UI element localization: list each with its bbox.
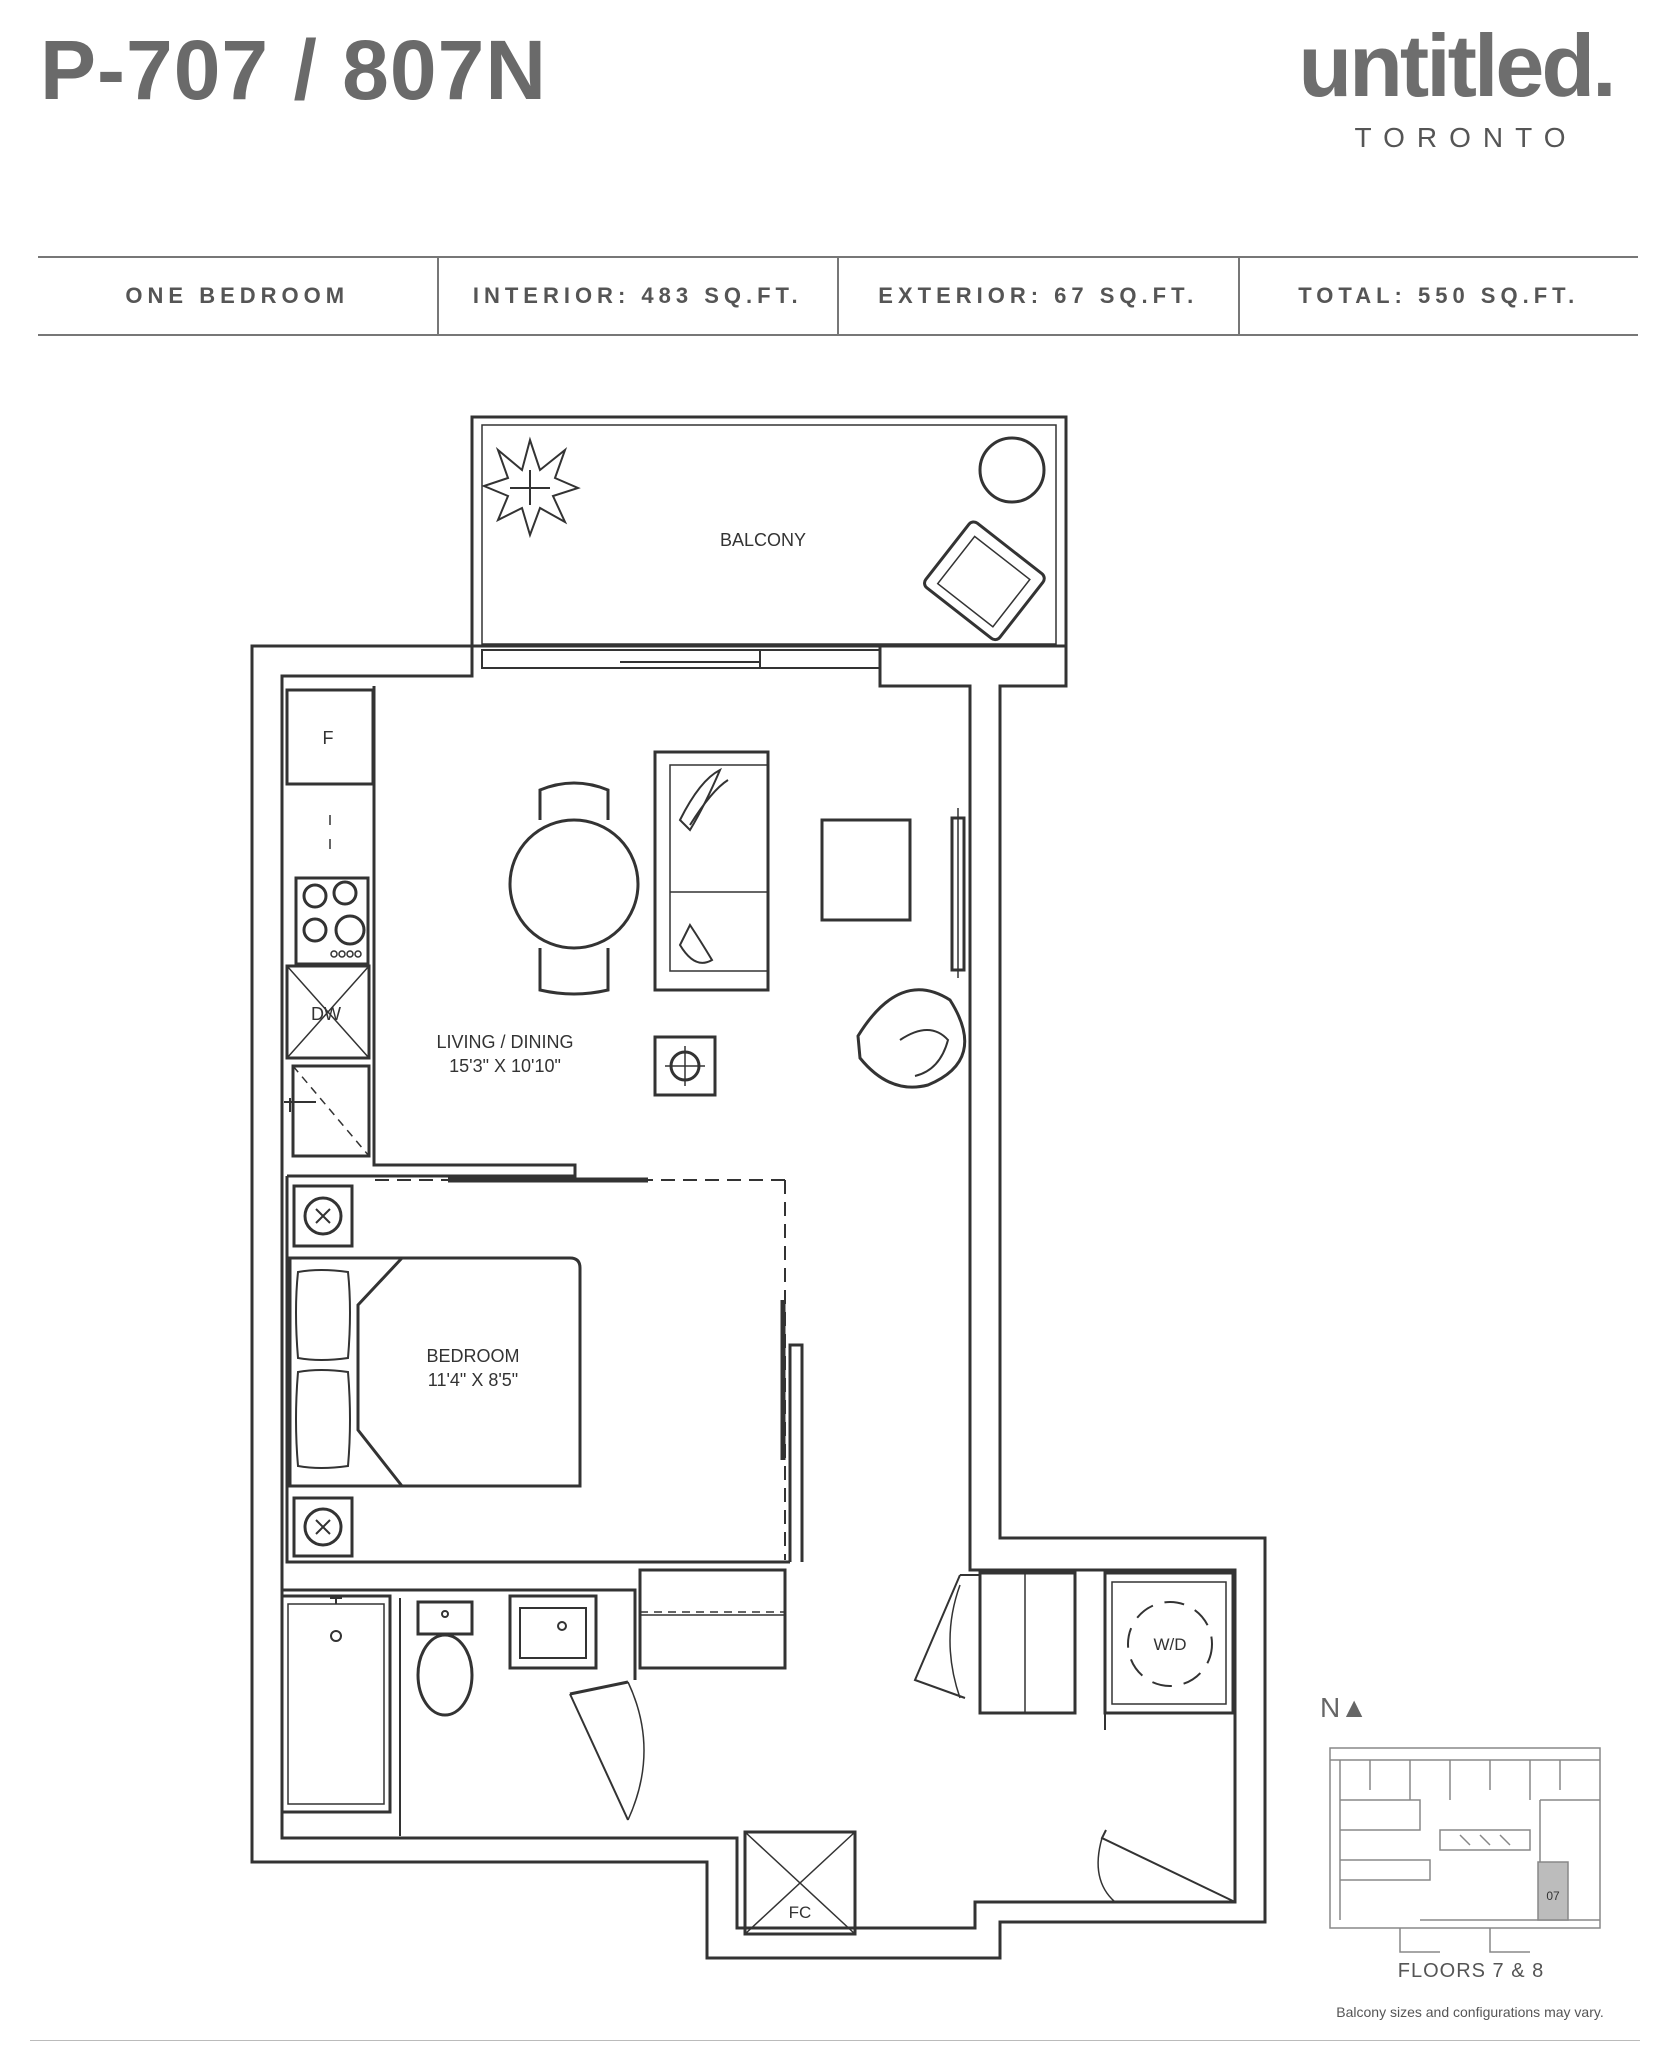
floor-plan: BALCONY LIVING / DINING 15'3" X 10'10" B… bbox=[250, 415, 1601, 1960]
cooktop-icon bbox=[294, 876, 370, 966]
nightstand-top-icon bbox=[292, 1184, 354, 1248]
balcony-table-icon bbox=[978, 436, 1046, 504]
bathroom-door-icon bbox=[569, 1680, 645, 1821]
bathtub-icon bbox=[280, 1594, 392, 1814]
washer-dryer-label: W/D bbox=[1153, 1635, 1186, 1654]
living-dining-dims: 15'3" X 10'10" bbox=[449, 1056, 561, 1076]
bedroom-closet bbox=[638, 1568, 787, 1670]
tv-icon bbox=[950, 808, 966, 978]
armchair-icon bbox=[856, 988, 967, 1089]
floor-lamp-icon bbox=[653, 1035, 717, 1097]
bathroom-walls bbox=[282, 1588, 637, 1680]
balcony-area bbox=[470, 415, 1068, 648]
bedroom-label: BEDROOM bbox=[426, 1346, 519, 1366]
exterior-area: EXTERIOR: 67 SQ.FT. bbox=[839, 258, 1240, 334]
fridge bbox=[285, 688, 375, 786]
plant-icon bbox=[481, 436, 581, 539]
balcony-sliding-door bbox=[481, 649, 881, 669]
vanity-sink-icon bbox=[508, 1594, 598, 1670]
north-indicator: N▲ bbox=[1320, 1692, 1368, 1723]
disclaimer: Balcony sizes and configurations may var… bbox=[1336, 2004, 1604, 2020]
nightstand-bottom-icon bbox=[292, 1496, 354, 1558]
fan-coil-label: FC bbox=[789, 1903, 812, 1922]
bedroom-dims: 11'4" X 8'5" bbox=[428, 1370, 518, 1390]
total-area: TOTAL: 550 SQ.FT. bbox=[1298, 283, 1580, 308]
dishwasher bbox=[285, 964, 371, 1060]
unit-title: P-707 / 807N bbox=[40, 23, 547, 117]
unit-walls bbox=[250, 644, 1267, 1960]
living-dining-label: LIVING / DINING bbox=[436, 1032, 573, 1052]
brand-logo: untitled. bbox=[1298, 16, 1616, 115]
key-plan-unit-tag: 07 bbox=[1546, 1889, 1560, 1903]
dishwasher-label: DW bbox=[311, 1004, 341, 1024]
bottom-rule bbox=[30, 2040, 1640, 2041]
washer-dryer bbox=[1103, 1571, 1235, 1715]
interior-area: INTERIOR: 483 SQ.FT. bbox=[439, 258, 839, 334]
balcony-label: BALCONY bbox=[720, 530, 806, 550]
key-plan-floors-label: FLOORS 7 & 8 bbox=[1397, 1960, 1545, 1982]
bedroom-walls bbox=[285, 1174, 804, 1564]
unit-type: ONE BEDROOM bbox=[38, 258, 439, 334]
kitchen-sink-icon bbox=[284, 1064, 371, 1158]
entry-door-icon bbox=[1097, 1829, 1236, 1903]
dining-table-icon bbox=[508, 781, 640, 996]
coffee-table-icon bbox=[820, 818, 912, 922]
brand-city: TORONTO bbox=[1354, 122, 1578, 153]
fan-coil bbox=[743, 1830, 857, 1936]
key-plan bbox=[1329, 1747, 1601, 1953]
sofa-icon bbox=[653, 750, 770, 992]
unit-info-bar: ONE BEDROOM INTERIOR: 483 SQ.FT. EXTERIO… bbox=[38, 256, 1638, 336]
balcony-chair-icon bbox=[923, 520, 1046, 642]
key-plan-unit-highlight bbox=[1537, 1861, 1569, 1921]
hall-closet bbox=[913, 1571, 1077, 1715]
toilet-icon bbox=[416, 1600, 474, 1717]
brand-block: untitled. TORONTO bbox=[1271, 22, 1641, 154]
bed-icon bbox=[288, 1256, 582, 1488]
fridge-label: F bbox=[323, 728, 334, 748]
kitchen-counter bbox=[372, 686, 577, 1178]
